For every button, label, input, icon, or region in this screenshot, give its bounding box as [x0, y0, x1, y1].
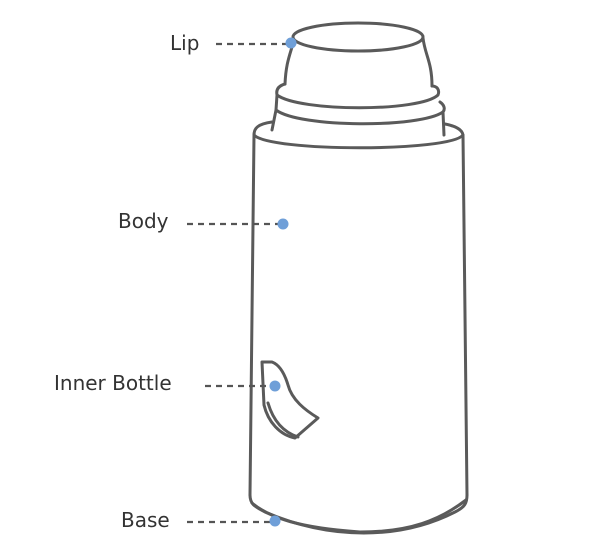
- neck-ring-outline: [270, 82, 446, 137]
- inner-bottle-label: Inner Bottle: [54, 371, 172, 395]
- body-label: Body: [118, 209, 169, 233]
- body-marker: [277, 218, 289, 230]
- base-outline: [248, 493, 469, 535]
- lip-label: Lip: [170, 31, 200, 55]
- lip-outline: [283, 21, 434, 88]
- inner-bottle-marker: [269, 380, 281, 392]
- base-marker: [269, 515, 281, 527]
- inner-bottle-outline: [260, 360, 320, 440]
- base-label: Base: [121, 508, 170, 532]
- body-outline: [248, 120, 469, 497]
- lip-marker: [285, 37, 297, 49]
